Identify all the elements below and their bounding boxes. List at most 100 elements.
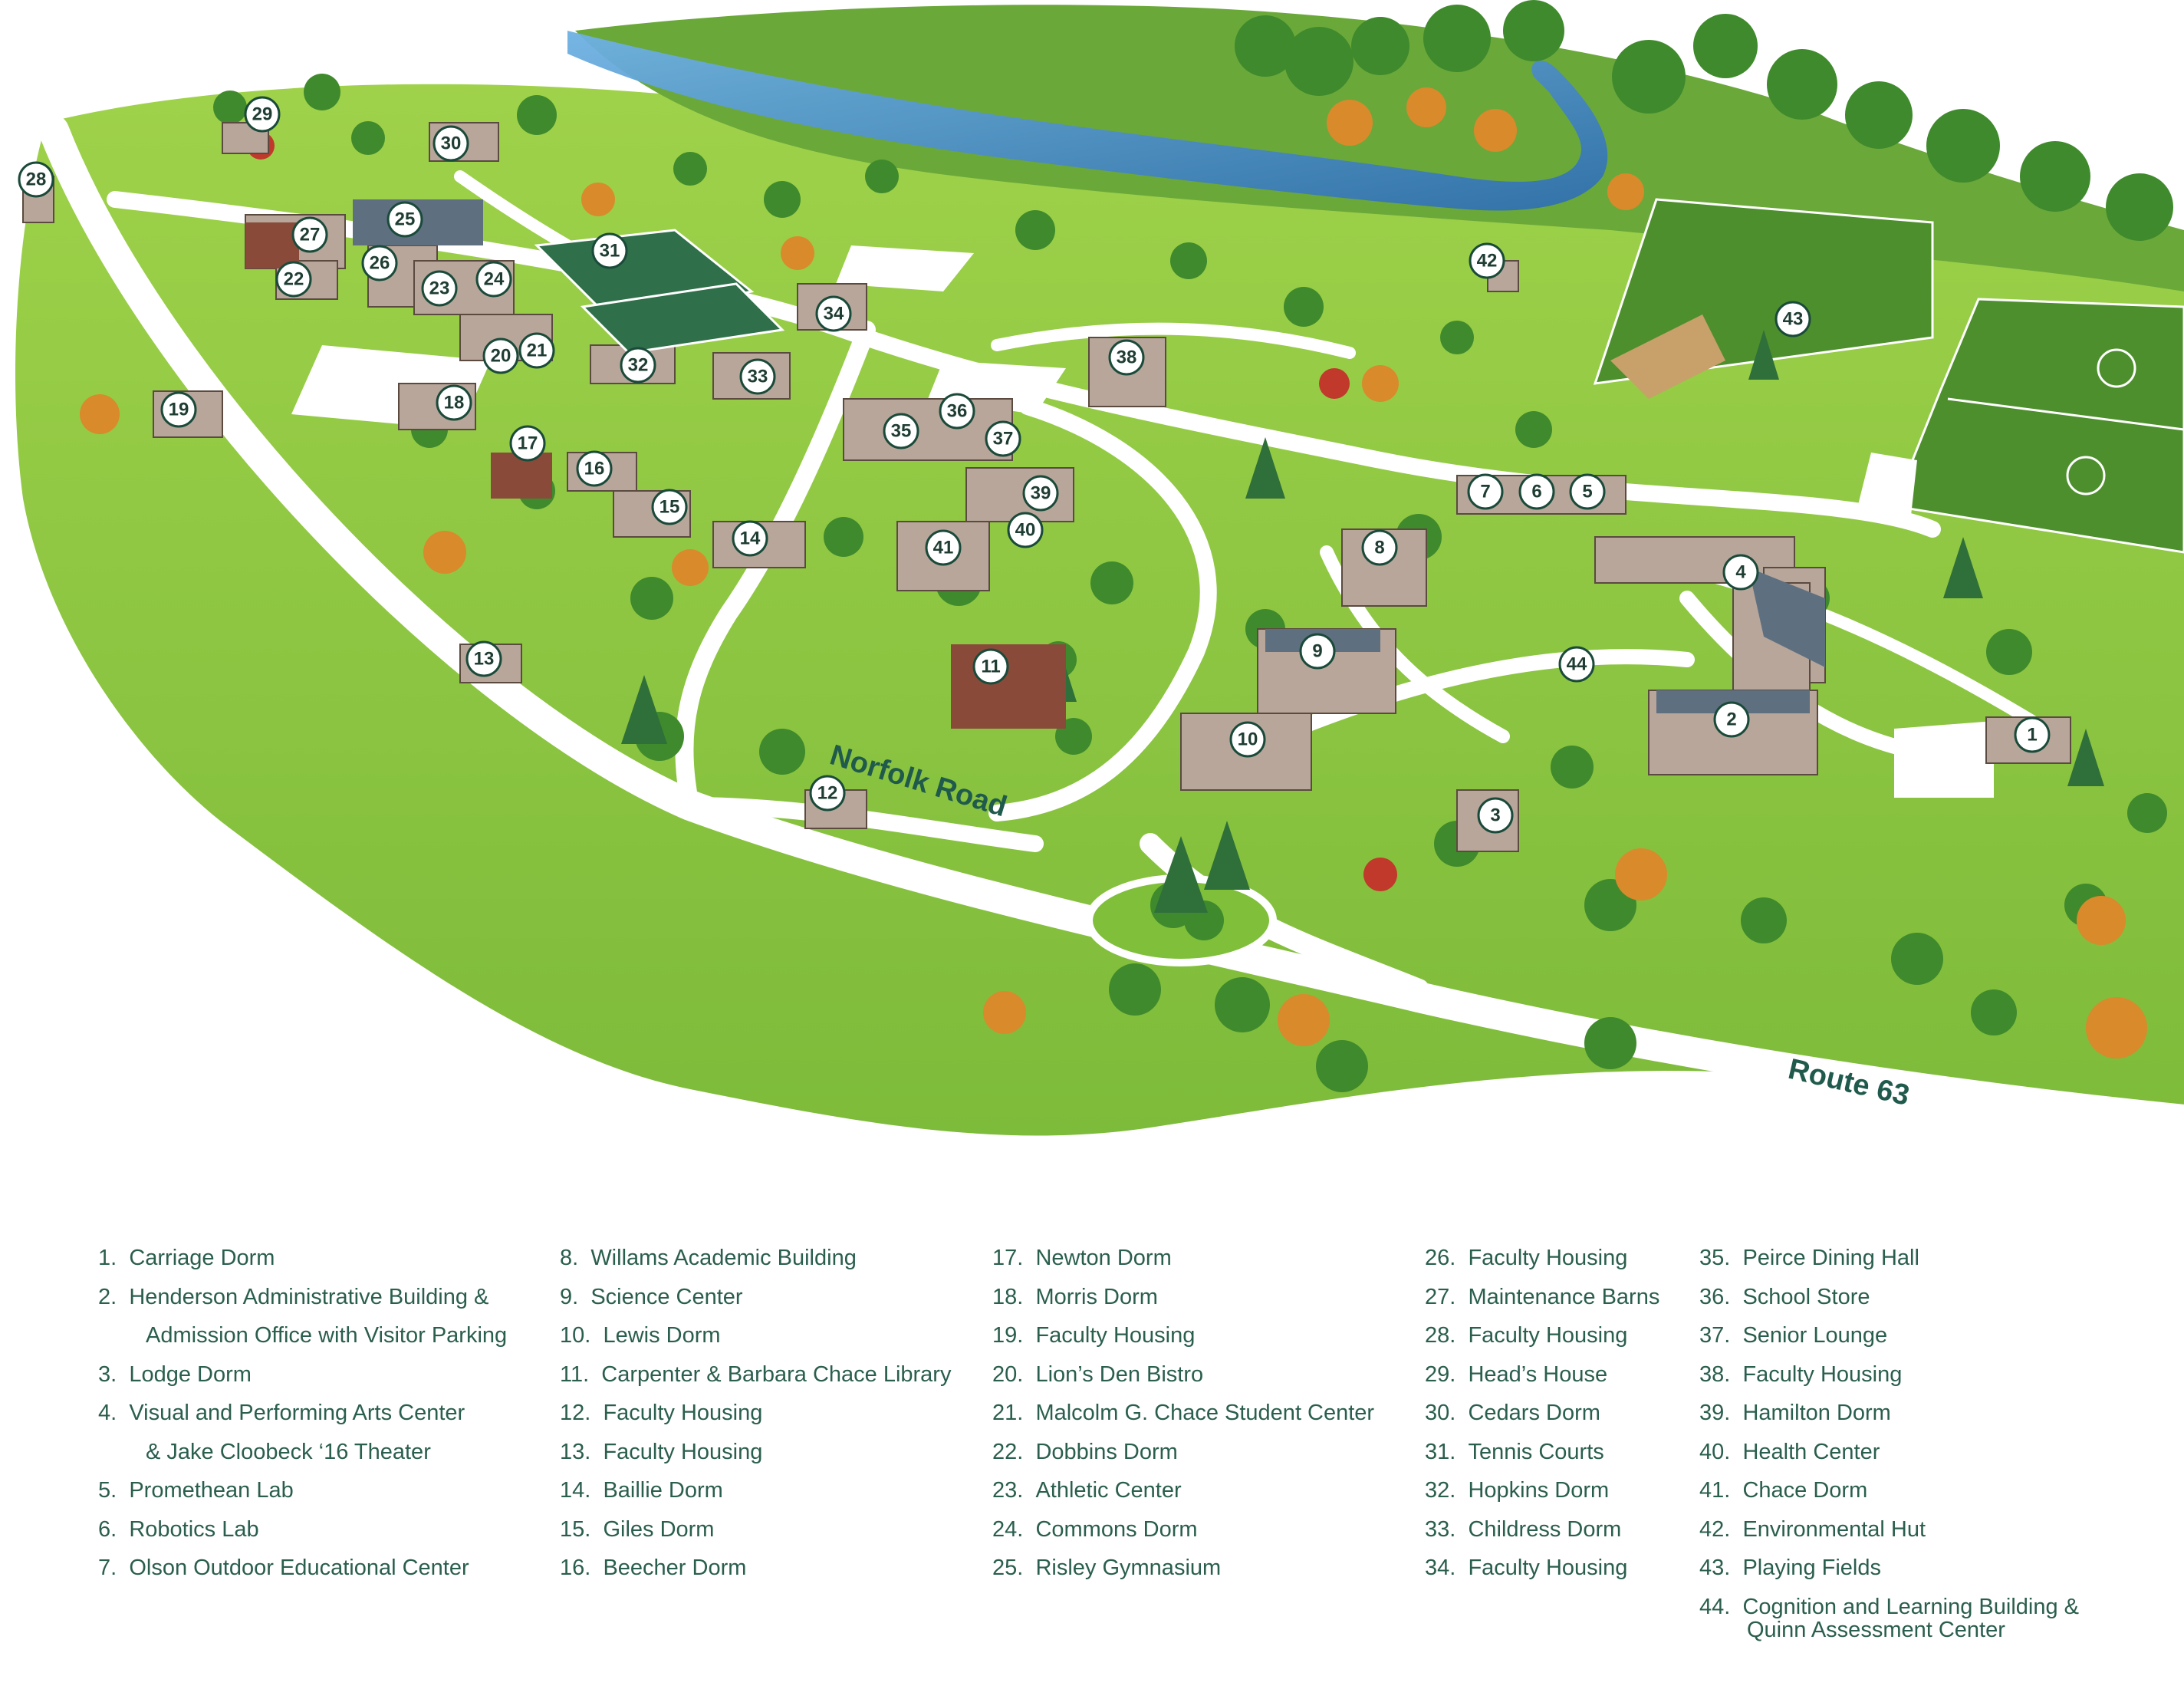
svg-text:25: 25 — [395, 209, 416, 230]
legend-item: 15. Giles Dorm — [560, 1510, 951, 1549]
legend-number: 36. — [1699, 1284, 1731, 1309]
legend-number: 14. — [560, 1478, 591, 1503]
legend-number: 33. — [1425, 1516, 1456, 1542]
legend-item: 11. Carpenter & Barbara Chace Library — [560, 1355, 951, 1394]
marker-32[interactable]: 32 — [620, 347, 656, 384]
svg-text:6: 6 — [1531, 482, 1541, 502]
marker-16[interactable]: 16 — [576, 450, 613, 487]
marker-8[interactable]: 8 — [1361, 529, 1398, 566]
legend-number: 37. — [1699, 1323, 1731, 1348]
svg-text:15: 15 — [659, 497, 680, 518]
marker-41[interactable]: 41 — [925, 529, 962, 566]
marker-13[interactable]: 13 — [465, 640, 502, 677]
legend-item: 34. Faculty Housing — [1425, 1549, 1659, 1588]
marker-31[interactable]: 31 — [591, 232, 628, 269]
legend-item: 4. Visual and Performing Arts Center& Ja… — [98, 1394, 488, 1471]
marker-43[interactable]: 43 — [1774, 301, 1811, 337]
marker-11[interactable]: 11 — [972, 648, 1009, 685]
marker-15[interactable]: 15 — [651, 489, 688, 525]
marker-36[interactable]: 36 — [939, 393, 975, 430]
marker-23[interactable]: 23 — [421, 270, 458, 307]
legend-label: Carpenter & Barbara Chace Library — [601, 1361, 952, 1387]
legend-item: 6. Robotics Lab — [98, 1510, 488, 1549]
legend-label: Science Center — [590, 1284, 743, 1309]
svg-text:29: 29 — [252, 104, 273, 125]
legend-number: 17. — [992, 1246, 1024, 1270]
legend-number: 18. — [992, 1284, 1024, 1309]
marker-34[interactable]: 34 — [815, 295, 852, 332]
legend-number: 22. — [992, 1439, 1024, 1464]
marker-26[interactable]: 26 — [361, 245, 398, 282]
svg-text:10: 10 — [1238, 729, 1258, 750]
marker-20[interactable]: 20 — [482, 337, 519, 374]
legend-item: 29. Head’s House — [1425, 1355, 1659, 1394]
marker-44[interactable]: 44 — [1558, 646, 1595, 683]
marker-10[interactable]: 10 — [1229, 721, 1266, 758]
legend-item: 18. Morris Dorm — [992, 1278, 1374, 1317]
legend-number: 35. — [1699, 1246, 1731, 1270]
marker-4[interactable]: 4 — [1722, 554, 1759, 591]
legend-number: 13. — [560, 1439, 591, 1464]
svg-text:3: 3 — [1490, 805, 1500, 826]
marker-1[interactable]: 1 — [2014, 716, 2051, 753]
marker-2[interactable]: 2 — [1713, 701, 1750, 738]
campus-map-illustration: 1 2 3 4 5 6 7 8 9 10 11 12 13 14 15 16 1… — [15, 0, 2184, 1136]
marker-21[interactable]: 21 — [518, 332, 555, 369]
marker-5[interactable]: 5 — [1569, 473, 1606, 510]
marker-27[interactable]: 27 — [291, 216, 328, 253]
marker-17[interactable]: 17 — [509, 425, 546, 462]
legend-label: Faculty Housing — [1468, 1323, 1628, 1348]
svg-text:36: 36 — [947, 401, 968, 422]
marker-29[interactable]: 29 — [244, 96, 281, 133]
marker-25[interactable]: 25 — [386, 201, 423, 238]
legend-number: 27. — [1425, 1284, 1456, 1309]
svg-text:41: 41 — [933, 538, 954, 558]
legend-label: Childress Dorm — [1468, 1516, 1622, 1542]
svg-text:16: 16 — [584, 459, 605, 479]
marker-38[interactable]: 38 — [1108, 339, 1145, 376]
marker-39[interactable]: 39 — [1022, 475, 1059, 512]
marker-3[interactable]: 3 — [1477, 797, 1514, 834]
tennis-courts — [534, 229, 785, 354]
marker-19[interactable]: 19 — [160, 391, 197, 428]
marker-37[interactable]: 37 — [985, 420, 1021, 457]
marker-9[interactable]: 9 — [1299, 633, 1336, 670]
legend-number: 43. — [1699, 1556, 1731, 1580]
marker-6[interactable]: 6 — [1518, 473, 1555, 510]
legend-item: 41. Chace Dorm — [1699, 1471, 2079, 1510]
svg-text:23: 23 — [429, 278, 450, 299]
marker-14[interactable]: 14 — [732, 520, 768, 557]
legend-item: 17. Newton Dorm — [992, 1239, 1374, 1278]
legend-item: 21. Malcolm G. Chace Student Center — [992, 1394, 1374, 1433]
marker-22[interactable]: 22 — [275, 261, 312, 298]
legend-label: Promethean Lab — [129, 1478, 294, 1503]
svg-text:4: 4 — [1735, 562, 1746, 583]
marker-7[interactable]: 7 — [1467, 473, 1504, 510]
marker-33[interactable]: 33 — [739, 358, 776, 395]
marker-30[interactable]: 30 — [433, 125, 469, 162]
svg-text:19: 19 — [169, 400, 189, 420]
marker-28[interactable]: 28 — [18, 161, 54, 198]
legend-item: 30. Cedars Dorm — [1425, 1394, 1659, 1433]
marker-40[interactable]: 40 — [1007, 512, 1044, 548]
legend-label: Faculty Housing — [1035, 1323, 1196, 1348]
marker-12[interactable]: 12 — [809, 775, 846, 812]
legend-number: 30. — [1425, 1401, 1456, 1425]
legend-number: 15. — [560, 1516, 591, 1542]
svg-text:30: 30 — [441, 133, 462, 154]
legend-number: 12. — [560, 1401, 591, 1425]
legend-number: 8. — [560, 1246, 579, 1270]
legend-label: Risley Gymnasium — [1035, 1556, 1222, 1580]
marker-42[interactable]: 42 — [1469, 242, 1505, 279]
legend-label: Dobbins Dorm — [1035, 1439, 1178, 1464]
legend-item: 20. Lion’s Den Bistro — [992, 1355, 1374, 1394]
legend-label: Lewis Dorm — [603, 1323, 721, 1348]
marker-35[interactable]: 35 — [883, 413, 919, 449]
legend-number: 19. — [992, 1323, 1024, 1348]
marker-24[interactable]: 24 — [475, 261, 512, 298]
svg-text:9: 9 — [1312, 641, 1322, 662]
legend-label: Cedars Dorm — [1468, 1401, 1600, 1425]
marker-18[interactable]: 18 — [436, 384, 472, 421]
